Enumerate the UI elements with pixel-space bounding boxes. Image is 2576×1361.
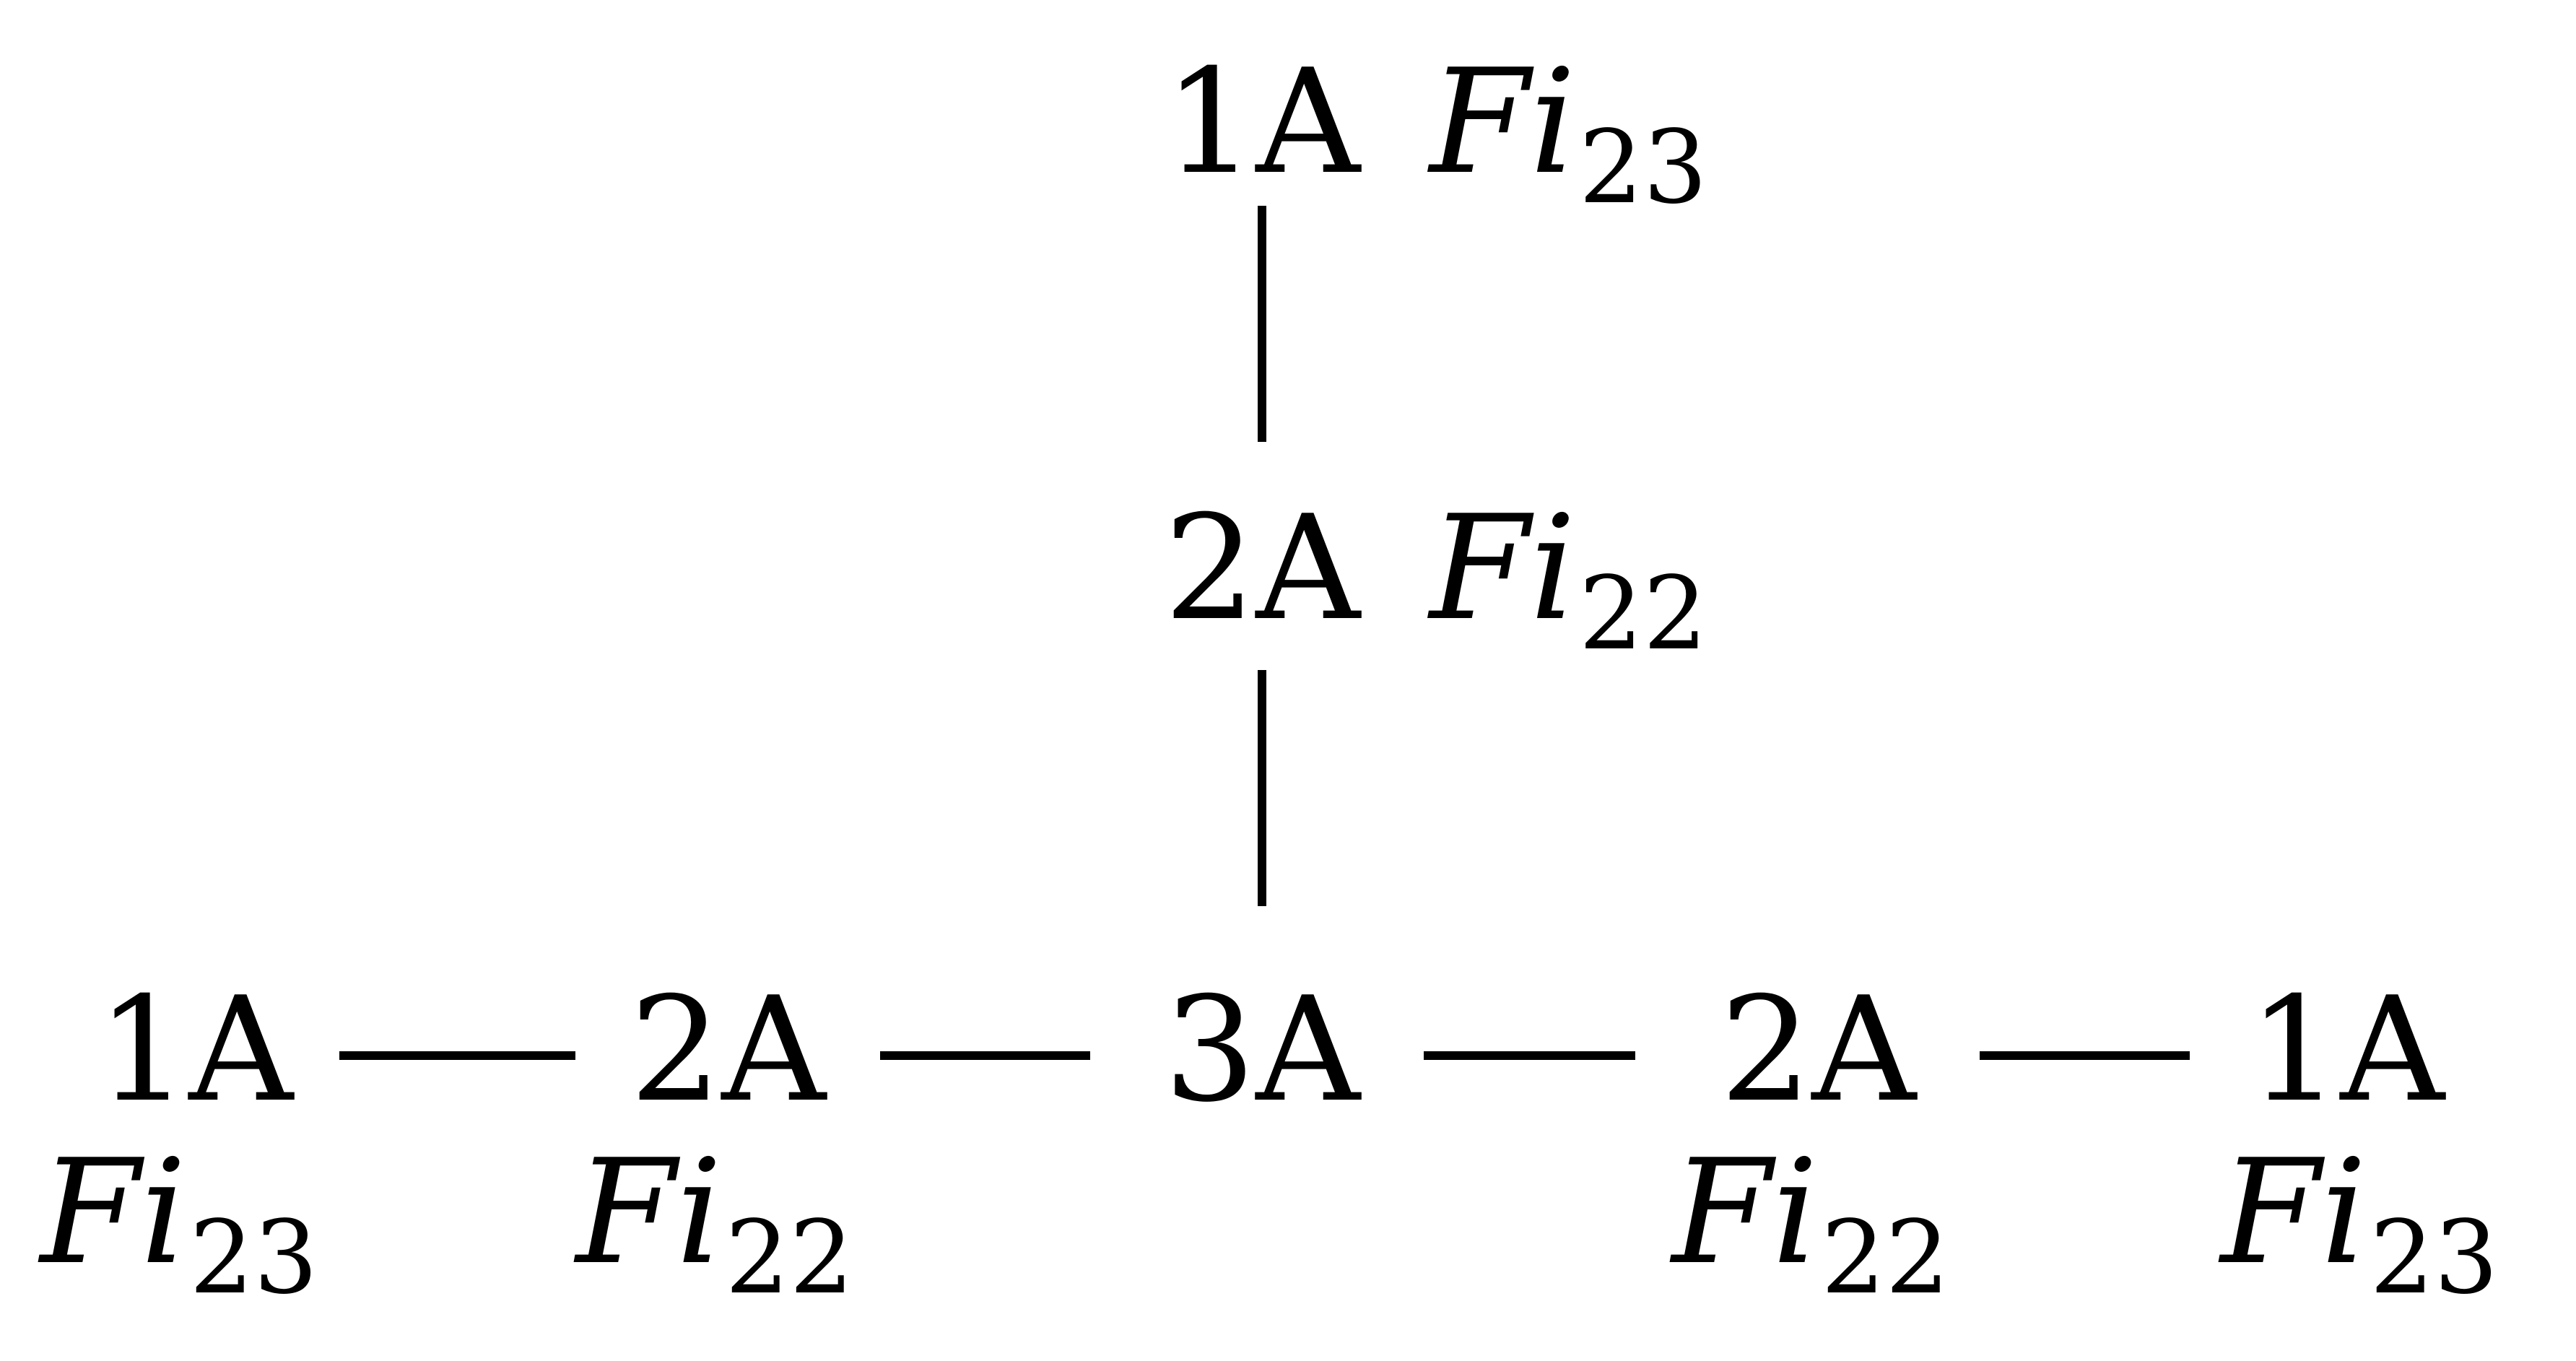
node-b1-label: 1A: [97, 966, 293, 1134]
group-index: 23: [1578, 109, 1707, 227]
node-middle-label: 2A: [1164, 484, 1360, 653]
group-symbol: Fi: [2220, 1129, 2367, 1297]
group-symbol: Fi: [40, 1129, 187, 1297]
node-top-label: 1A: [1164, 38, 1360, 206]
group-symbol: Fi: [1430, 484, 1576, 653]
node-middle-group: Fi22: [1430, 497, 1707, 665]
node-b5-label: 1A: [2248, 966, 2445, 1134]
node-b2-group: Fi22: [576, 1141, 854, 1309]
node-b5-group: Fi23: [2221, 1141, 2499, 1309]
node-top-group: Fi23: [1430, 51, 1707, 219]
node-b2-label: 2A: [630, 966, 826, 1134]
group-index: 23: [2370, 1199, 2499, 1317]
node-b4-label: 2A: [1720, 966, 1916, 1134]
group-symbol: Fi: [1430, 38, 1576, 206]
group-index: 22: [725, 1199, 854, 1317]
node-b1-group: Fi23: [40, 1141, 318, 1309]
node-b4-group: Fi22: [1672, 1141, 1950, 1309]
group-symbol: Fi: [575, 1129, 723, 1297]
group-symbol: Fi: [1671, 1129, 1819, 1297]
group-index: 23: [189, 1199, 318, 1317]
group-index: 22: [1821, 1199, 1950, 1317]
group-index: 22: [1578, 555, 1707, 673]
node-b3-label: 3A: [1164, 966, 1360, 1134]
